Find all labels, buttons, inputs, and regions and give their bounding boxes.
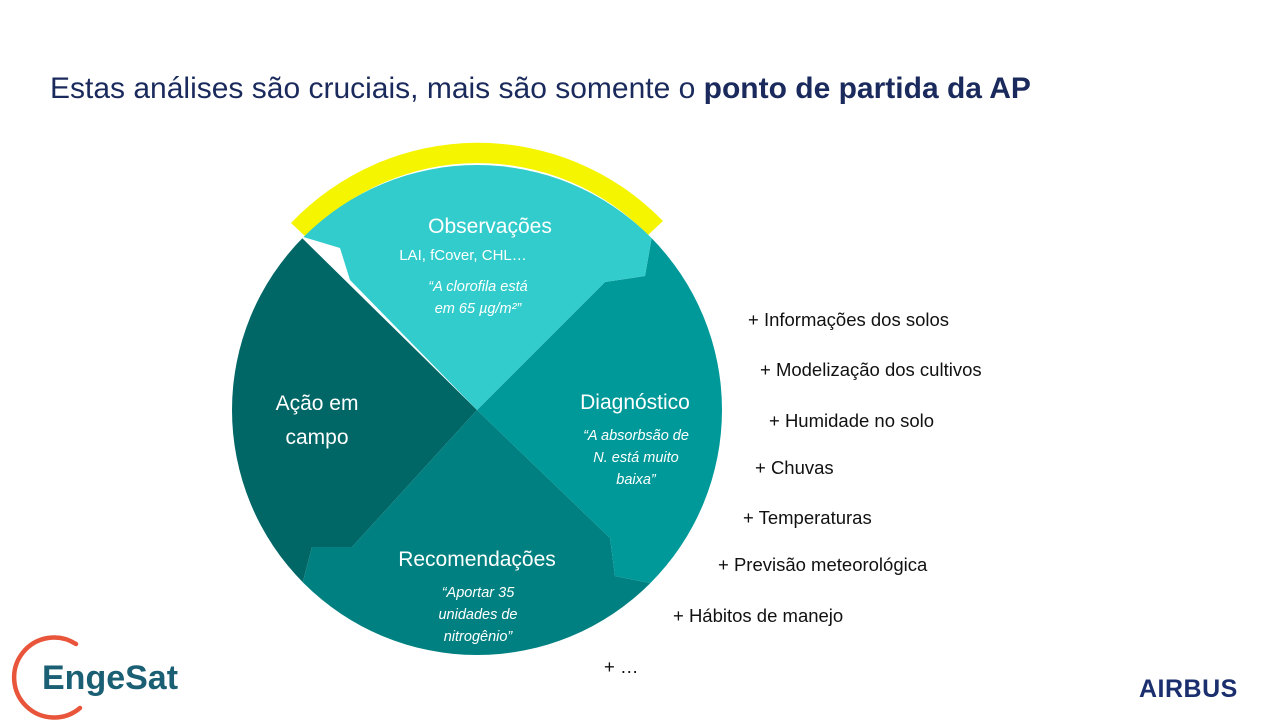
segment-observacoes <box>300 165 652 410</box>
recomendacoes-title: Recomendações <box>398 548 556 571</box>
extra-item-humidade: + Humidade no solo <box>769 410 935 431</box>
observacoes-quote-line2: em 65 µg/m²” <box>435 301 523 317</box>
diagnostico-title: Diagnóstico <box>580 391 690 414</box>
recomendacoes-quote-line1: “Aportar 35 <box>442 585 515 601</box>
recomendacoes-quote-line2: unidades de <box>438 607 517 623</box>
diagnostico-quote-line3: baixa” <box>616 472 657 488</box>
acao-title-line1: Ação em <box>276 392 359 415</box>
extra-item-ellipsis: + … <box>604 656 639 677</box>
diagnostico-quote-line1: “A absorbsão de <box>583 428 689 444</box>
airbus-logo: AIRBUS <box>1139 675 1238 703</box>
acao-title-line2: campo <box>285 426 348 449</box>
highlight-arc <box>291 142 663 237</box>
extra-item-chuvas: + Chuvas <box>755 457 834 478</box>
slide-title: Estas análises são cruciais, mais são so… <box>50 72 1031 106</box>
extra-item-modelizacao: + Modelização dos cultivos <box>760 359 982 380</box>
title-normal-text: Estas análises são cruciais, mais são so… <box>50 72 696 105</box>
title-bold-text: ponto de partida da AP <box>703 72 1031 105</box>
extra-item-previsao: + Previsão meteorológica <box>718 554 928 575</box>
recomendacoes-quote-line3: nitrogênio” <box>444 629 514 645</box>
extra-item-habitos: + Hábitos de manejo <box>673 605 844 626</box>
engesat-logo-text: EngeSat <box>42 659 178 697</box>
observacoes-title: Observações <box>428 215 552 238</box>
diagnostico-quote-line2: N. está muito <box>593 450 678 466</box>
extra-item-solos: + Informações dos solos <box>748 309 950 330</box>
observacoes-subtitle: LAI, fCover, CHL… <box>399 247 527 264</box>
observacoes-quote-line1: “A clorofila está <box>428 279 527 295</box>
segment-acao <box>232 165 477 600</box>
extra-item-temperaturas: + Temperaturas <box>743 507 872 528</box>
engesat-logo: EngeSat <box>11 635 178 720</box>
